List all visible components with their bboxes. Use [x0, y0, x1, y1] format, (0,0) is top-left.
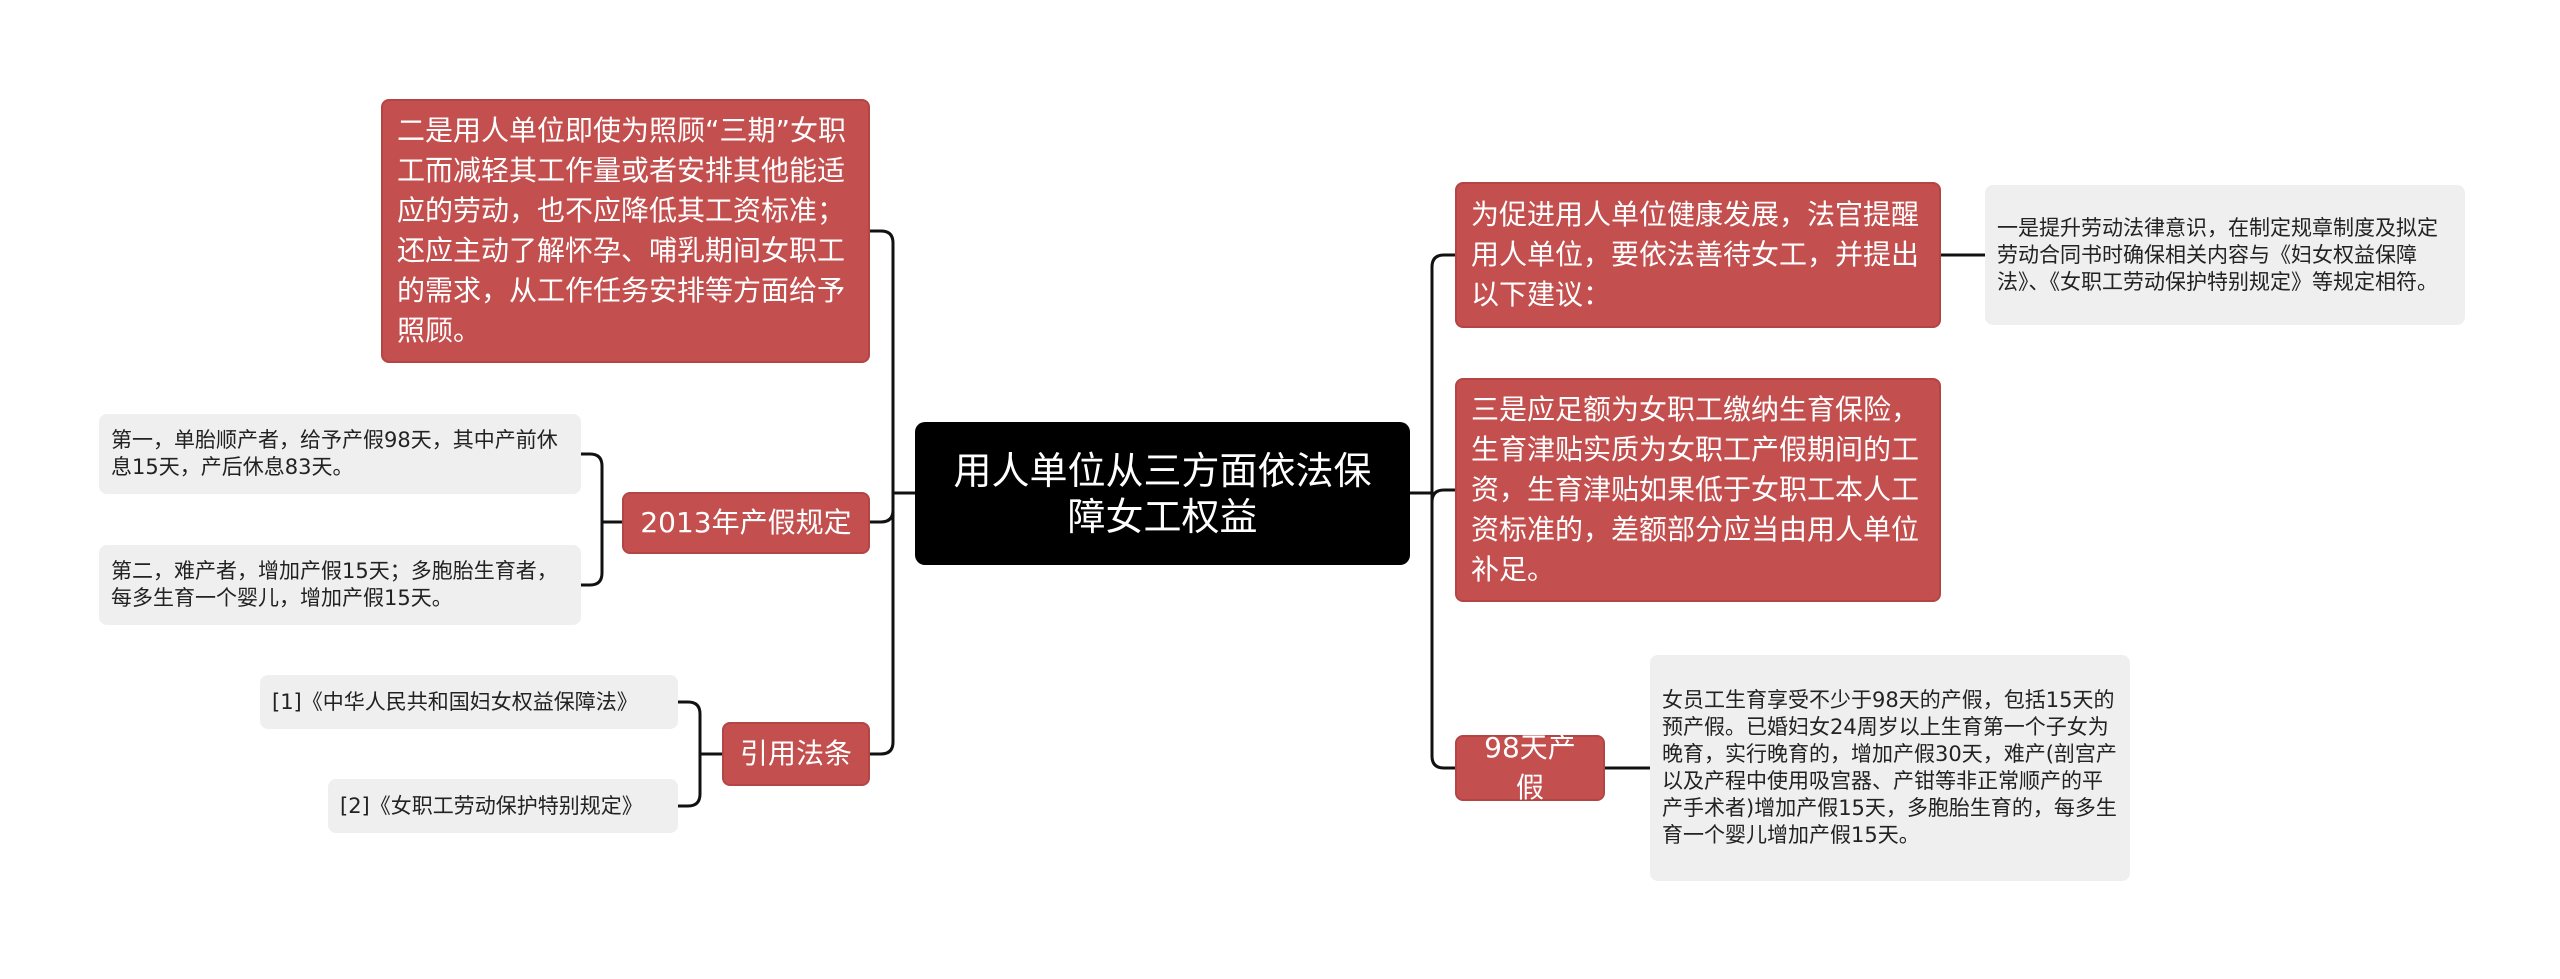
- leaf-2013-rule-1-text: 第一，单胎顺产者，给予产假98天，其中产前休息15天，产后休息83天。: [111, 428, 558, 479]
- leaf-98-day-leave-1[interactable]: 女员工生育享受不少于98天的产假，包括15天的预产假。已婚妇女24周岁以上生育第…: [1650, 655, 2130, 881]
- leaf-2013-rule-2-text: 第二，难产者，增加产假15天；多胞胎生育者，每多生育一个婴儿，增加产假15天。: [111, 559, 558, 610]
- leaf-advice-1[interactable]: 一是提升劳动法律意识，在制定规章制度及拟定劳动合同书时确保相关内容与《妇女权益保…: [1985, 185, 2465, 325]
- branch-second-point-label: 二是用人单位即使为照顾“三期”女职工而减轻其工作量或者安排其他能适应的劳动，也不…: [397, 114, 847, 347]
- edge-root-left-branch-0: [868, 229, 895, 495]
- leaf-citation-2[interactable]: [2]《女职工劳动保护特别规定》: [328, 779, 678, 833]
- edge-citations-branch-1: [676, 752, 702, 808]
- edge-root-right-branch-1: [1430, 488, 1457, 503]
- branch-advice[interactable]: 为促进用人单位健康发展，法官提醒用人单位，要依法善待女工，并提出以下建议：: [1455, 182, 1941, 328]
- leaf-2013-rule-2[interactable]: 第二，难产者，增加产假15天；多胞胎生育者，每多生育一个婴儿，增加产假15天。: [99, 545, 581, 625]
- leaf-advice-1-text: 一是提升劳动法律意识，在制定规章制度及拟定劳动合同书时确保相关内容与《妇女权益保…: [1997, 215, 2438, 294]
- leaf-citation-1-text: [1]《中华人民共和国妇女权益保障法》: [272, 689, 638, 714]
- leaf-citation-2-text: [2]《女职工劳动保护特别规定》: [340, 793, 643, 818]
- branch-98-day-leave[interactable]: 98天产假: [1455, 731, 1605, 804]
- leaf-2013-rule-1[interactable]: 第一，单胎顺产者，给予产假98天，其中产前休息15天，产后休息83天。: [99, 414, 581, 494]
- branch-98-day-leave-label: 98天产假: [1484, 731, 1576, 804]
- edge-root-right-branch-0: [1430, 253, 1457, 495]
- edge-root-right-branch-2: [1430, 491, 1457, 770]
- branch-2013-rule-label: 2013年产假规定: [640, 506, 852, 539]
- branch-third-point-label: 三是应足额为女职工缴纳生育保险，生育津贴实质为女职工产假期间的工资，生育津贴如果…: [1471, 393, 1920, 586]
- branch-2013-rule[interactable]: 2013年产假规定: [622, 492, 870, 554]
- root-topic[interactable]: 用人单位从三方面依法保障女工权益: [915, 422, 1410, 565]
- branch-advice-label: 为促进用人单位健康发展，法官提醒用人单位，要依法善待女工，并提出以下建议：: [1471, 198, 1920, 311]
- branch-citations-label: 引用法条: [739, 737, 852, 770]
- edge-2013-rule-branch-1: [579, 520, 604, 587]
- branch-citations[interactable]: 引用法条: [722, 722, 870, 786]
- branch-third-point[interactable]: 三是应足额为女职工缴纳生育保险，生育津贴实质为女职工产假期间的工资，生育津贴如果…: [1455, 378, 1941, 602]
- root-topic-label: 用人单位从三方面依法保障女工权益: [953, 448, 1372, 539]
- edge-citations-branch-0: [676, 700, 702, 756]
- edge-root-left-branch-1: [868, 491, 895, 524]
- edge-root-left-branch-2: [868, 491, 895, 756]
- branch-second-point[interactable]: 二是用人单位即使为照顾“三期”女职工而减轻其工作量或者安排其他能适应的劳动，也不…: [381, 99, 870, 363]
- edge-2013-rule-branch-0: [579, 452, 604, 524]
- leaf-98-day-leave-1-text: 女员工生育享受不少于98天的产假，包括15天的预产假。已婚妇女24周岁以上生育第…: [1662, 688, 2117, 847]
- leaf-citation-1[interactable]: [1]《中华人民共和国妇女权益保障法》: [260, 675, 678, 729]
